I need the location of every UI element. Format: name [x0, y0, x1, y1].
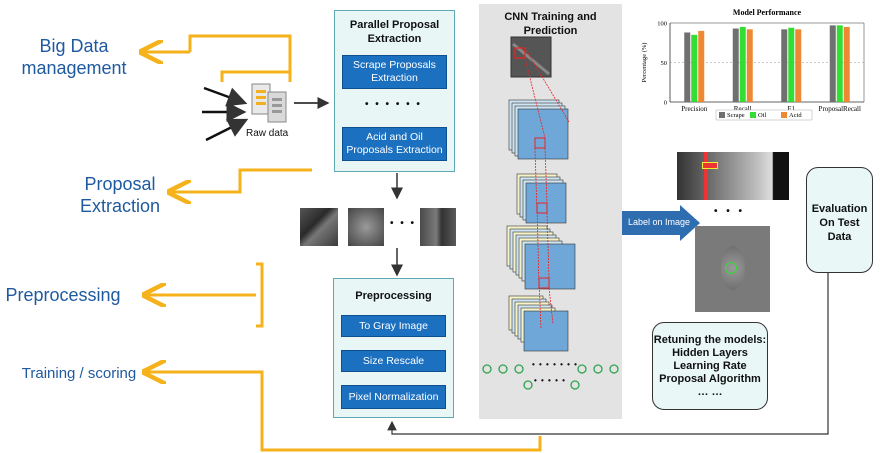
thumbnail-image-2 — [348, 208, 384, 246]
detection-label-box — [702, 162, 718, 169]
cnn-dots: • • • • • • • — [532, 360, 578, 369]
cnn-layer-4 — [508, 295, 569, 352]
chart-bar — [829, 25, 836, 102]
label-on-image-arrow — [622, 205, 700, 241]
label-proposal-extraction: Proposal Extraction — [79, 174, 161, 216]
cnn-title: CNN Training and Prediction — [504, 11, 597, 37]
thumbnails-dots: • • • — [390, 218, 417, 229]
labeled-image-top — [677, 152, 789, 200]
preprocessing-panel: Preprocessing To Gray Image Size Rescale… — [333, 278, 454, 418]
label-big-data-management: Big Data management — [21, 36, 127, 78]
chart-x-tick-label: F1 — [788, 105, 796, 113]
pixel-normalization-button[interactable]: Pixel Normalization — [341, 385, 446, 409]
chart-legend-swatch — [719, 112, 725, 118]
thumbnail-image-1 — [300, 208, 338, 246]
parallel-dots: • • • • • • — [365, 99, 422, 110]
retuning-title: Retuning the models: — [653, 334, 767, 346]
chart-bar — [698, 30, 705, 102]
chart-title: Model Performance — [733, 8, 802, 17]
chart-bar — [836, 25, 843, 102]
retuning-item: Hidden Layers — [672, 347, 748, 359]
retuning-box: Retuning the models: Hidden Layers Learn… — [652, 322, 768, 410]
retuning-item: … … — [697, 386, 723, 398]
cnn-layer-1 — [508, 99, 569, 160]
chart-bar — [684, 32, 691, 103]
detection-line — [704, 152, 708, 200]
chart-bar — [691, 34, 698, 102]
chart-legend-swatch — [781, 112, 787, 118]
labeled-image-bottom — [695, 226, 770, 312]
chart-bar — [781, 29, 788, 102]
evaluation-text: Evaluation On Test Data — [811, 203, 868, 243]
to-gray-image-button[interactable]: To Gray Image — [341, 315, 446, 337]
chart-legend-swatch — [750, 112, 756, 118]
label-preprocessing: Preprocessing — [5, 285, 121, 305]
cnn-layers-diagram — [482, 36, 619, 390]
retuning-item: Proposal Algorithm — [659, 373, 761, 385]
chart-bar — [746, 29, 753, 102]
parallel-proposal-panel: Parallel Proposal Extraction Scrape Prop… — [334, 10, 455, 172]
chart-x-tick-label: ProposalRecall — [819, 105, 861, 113]
detection-circle — [725, 262, 737, 274]
label-training-scoring: Training / scoring — [21, 365, 137, 382]
chart-bar — [732, 28, 739, 103]
server-icon — [251, 83, 287, 123]
chart-bar — [739, 26, 746, 103]
chart-bar — [788, 27, 795, 103]
image-dots: • • • — [714, 206, 746, 217]
chart-x-tick-label: Recall — [734, 105, 752, 113]
cnn-dots-small: • • • • • — [534, 376, 566, 385]
chart-bar — [795, 29, 802, 102]
parallel-proposal-title: Parallel Proposal Extraction — [349, 19, 440, 45]
scrape-proposals-button[interactable]: Scrape Proposals Extraction — [342, 55, 447, 89]
chart-bar — [843, 26, 850, 103]
chart-y-tick-label: 100 — [657, 21, 667, 28]
chart-legend-label: Scrape — [727, 112, 745, 119]
acid-oil-proposals-button[interactable]: Acid and Oil Proposals Extraction — [342, 127, 447, 161]
cnn-layer-3 — [506, 225, 576, 290]
raw-data-label: Raw data — [246, 128, 289, 139]
chart-y-axis-label: Percentage (%) — [641, 43, 648, 83]
chart-y-tick-label: 50 — [661, 60, 668, 67]
size-rescale-button[interactable]: Size Rescale — [341, 350, 446, 372]
cnn-layer-2 — [516, 173, 567, 224]
preprocessing-title: Preprocessing — [355, 290, 432, 302]
chart-legend-label: Acid — [789, 112, 802, 119]
chart-x-tick-label: Precision — [681, 105, 708, 113]
label-on-image-text: Label on Image — [628, 217, 691, 227]
chart-legend-box — [715, 109, 813, 121]
thumbnail-image-3 — [420, 208, 456, 246]
retuning-item: Learning Rate — [673, 360, 747, 372]
chart-y-tick-label: 0 — [664, 100, 667, 107]
evaluation-box: Evaluation On Test Data — [806, 167, 873, 273]
chart-legend-label: Oil — [758, 112, 767, 119]
